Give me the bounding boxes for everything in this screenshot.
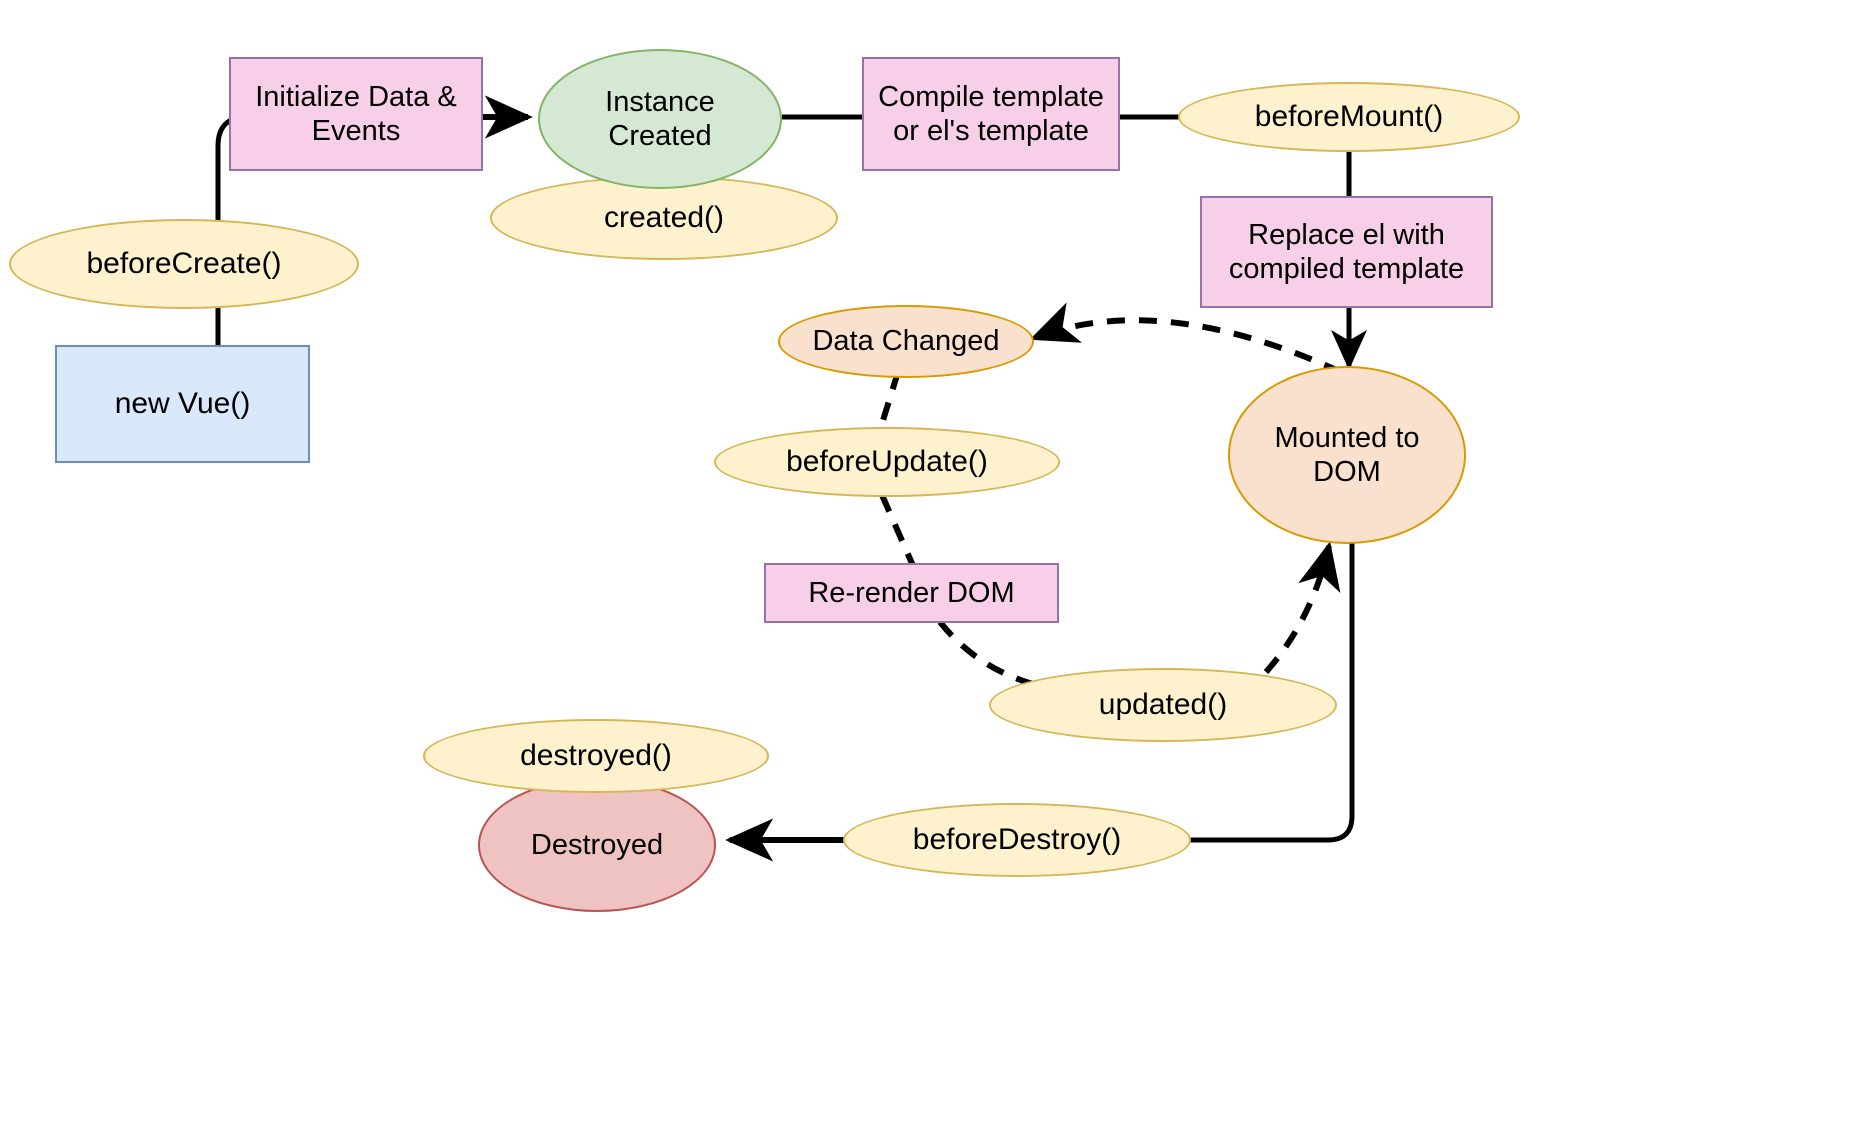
node-before-create[interactable]: beforeCreate()	[9, 219, 359, 309]
node-before-destroy[interactable]: beforeDestroy()	[843, 803, 1191, 877]
node-instance-created[interactable]: Instance Created	[538, 49, 782, 189]
node-destroyed-state[interactable]: Destroyed	[478, 778, 716, 912]
node-initialize-data-events[interactable]: Initialize Data & Events	[229, 57, 483, 171]
edge-data-changed-to-before-update	[877, 371, 901, 431]
node-re-render-dom[interactable]: Re-render DOM	[764, 563, 1059, 623]
node-replace-el[interactable]: Replace el with compiled template	[1200, 196, 1493, 308]
node-mounted-to-dom[interactable]: Mounted to DOM	[1228, 366, 1466, 544]
edge-mounted-to-data-changed	[1029, 302, 1343, 375]
node-destroyed-hook[interactable]: destroyed()	[423, 719, 769, 793]
node-before-mount[interactable]: beforeMount()	[1178, 82, 1520, 152]
edge-updated-to-mounted	[1263, 541, 1341, 674]
node-data-changed[interactable]: Data Changed	[778, 305, 1034, 378]
node-compile-template[interactable]: Compile template or el's template	[862, 57, 1120, 171]
node-updated[interactable]: updated()	[989, 668, 1337, 742]
node-new-vue[interactable]: new Vue()	[55, 345, 310, 463]
node-created[interactable]: created()	[490, 176, 838, 260]
node-before-update[interactable]: beforeUpdate()	[714, 427, 1060, 497]
edge-before-update-to-re-render	[879, 493, 917, 570]
